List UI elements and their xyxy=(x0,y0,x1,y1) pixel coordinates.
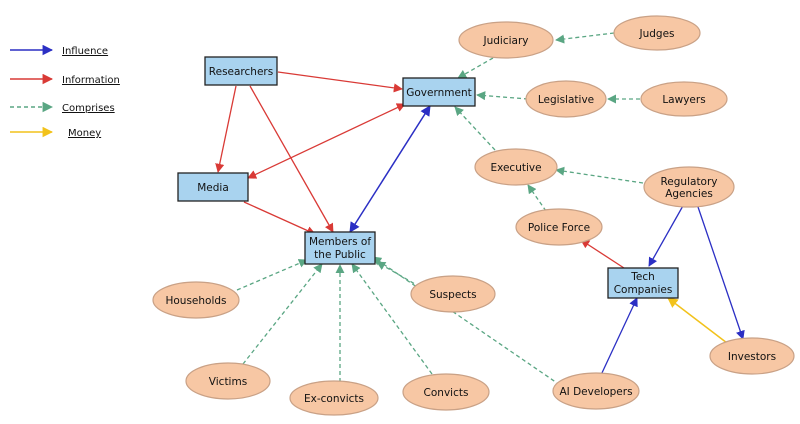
edge-households-public xyxy=(236,259,308,291)
node-legislative-label: Legislative xyxy=(538,94,594,106)
node-media-label: Media xyxy=(197,182,229,194)
edge-aidevs-public xyxy=(372,256,561,386)
node-tech-label-1: Tech xyxy=(630,271,655,283)
edge-suspects-public xyxy=(376,261,421,288)
node-tech-companies: Tech Companies xyxy=(607,267,679,299)
node-media: Media xyxy=(177,172,249,202)
node-executive-label: Executive xyxy=(490,162,541,174)
node-victims-label: Victims xyxy=(209,376,247,388)
node-public: Members of the Public xyxy=(304,231,376,265)
node-suspects: Suspects xyxy=(410,275,496,313)
legend-money-label: Money xyxy=(68,128,101,139)
node-judiciary: Judiciary xyxy=(458,21,554,59)
node-ai-developers-label: AI Developers xyxy=(559,386,632,398)
legend-influence-label: Influence xyxy=(62,46,108,57)
node-judges-label: Judges xyxy=(638,28,674,40)
node-convicts-label: Convicts xyxy=(424,387,469,399)
legend: Influence Information Comprises Money xyxy=(10,44,120,139)
node-ai-developers: AI Developers xyxy=(552,372,640,410)
node-regulatory-agencies: Regulatory Agencies xyxy=(643,166,735,208)
edge-researchers-media xyxy=(215,85,237,173)
node-judges: Judges xyxy=(613,15,701,51)
edge-investors-tech xyxy=(667,297,728,344)
node-suspects-label: Suspects xyxy=(429,289,476,301)
edge-regulatory-tech xyxy=(648,203,685,267)
node-government-label: Government xyxy=(406,87,471,99)
node-exconvicts-label: Ex-convicts xyxy=(304,393,364,405)
node-researchers: Researchers xyxy=(204,56,278,86)
node-victims: Victims xyxy=(185,362,271,400)
edge-researchers-government xyxy=(277,71,403,93)
node-public-label-1: Members of xyxy=(309,236,371,248)
edge-victims-public xyxy=(242,263,323,365)
node-executive: Executive xyxy=(474,148,558,186)
edge-convicts-public xyxy=(351,263,433,375)
node-police-force: Police Force xyxy=(515,208,603,246)
edge-media-public xyxy=(243,201,316,235)
node-lawyers-label: Lawyers xyxy=(662,94,705,106)
node-police-label: Police Force xyxy=(528,222,590,234)
edge-government-public xyxy=(349,105,431,233)
node-lawyers: Lawyers xyxy=(640,81,728,117)
node-government: Government xyxy=(402,77,476,107)
edge-police-executive xyxy=(527,184,547,212)
node-households-label: Households xyxy=(165,295,226,307)
legend-information-label: Information xyxy=(62,75,120,86)
node-legislative: Legislative xyxy=(525,80,607,118)
node-researchers-label: Researchers xyxy=(209,66,273,78)
edge-tech-police xyxy=(580,239,625,269)
node-investors: Investors xyxy=(709,337,795,375)
node-regulatory-label-2: Agencies xyxy=(665,188,713,200)
edge-legislative-government xyxy=(476,91,529,101)
node-regulatory-label-1: Regulatory xyxy=(660,176,717,188)
node-judiciary-label: Judiciary xyxy=(483,35,529,47)
node-tech-label-2: Companies xyxy=(614,284,673,296)
edge-judiciary-government xyxy=(457,57,494,79)
edge-executive-government xyxy=(454,106,496,151)
edge-government-media xyxy=(247,103,406,179)
edges xyxy=(215,32,745,386)
node-public-label-2: the Public xyxy=(314,249,366,261)
node-investors-label: Investors xyxy=(728,351,776,363)
legend-comprises-label: Comprises xyxy=(62,103,115,114)
edge-regulatory-executive xyxy=(555,166,644,184)
node-households: Households xyxy=(152,281,240,319)
node-convicts: Convicts xyxy=(402,373,490,411)
node-ex-convicts: Ex-convicts xyxy=(289,380,379,416)
edge-judges-judiciary xyxy=(555,32,615,44)
edge-aidevs-tech xyxy=(600,297,638,376)
edge-regulatory-investors xyxy=(696,203,745,340)
